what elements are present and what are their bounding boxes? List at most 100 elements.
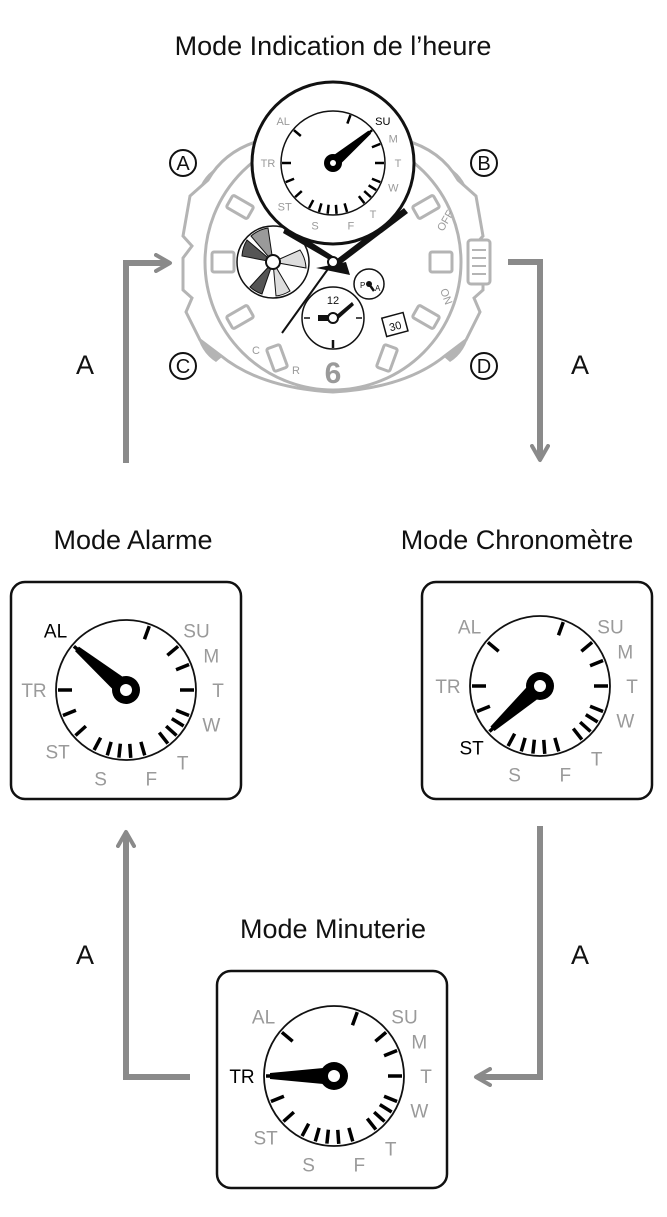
date-value: 30	[388, 320, 403, 335]
alarm-label-m: M	[203, 646, 219, 667]
timer-label-t-thu: T	[385, 1139, 397, 1160]
arrow-stopwatch-to-timer	[474, 826, 543, 1087]
timer-label-su: SU	[391, 1008, 417, 1029]
stopwatch-tick-t-thu	[571, 727, 584, 741]
timer-dial-hand	[270, 1067, 334, 1085]
crown[interactable]	[466, 238, 492, 286]
timer-tick-al	[280, 1030, 294, 1043]
pm-label: P	[360, 281, 365, 290]
button-a-label: A	[176, 153, 190, 175]
timer-label-f: F	[354, 1155, 366, 1176]
alarm-tick-m	[175, 662, 190, 672]
stopwatch-minor-tick	[556, 621, 565, 636]
timer-tick-m	[383, 1048, 398, 1058]
watch-mode-tick-s	[317, 203, 323, 213]
stopwatch-label-s: S	[508, 765, 521, 786]
alarm-label-tr: TR	[21, 681, 46, 702]
watch-mode-tick-al	[293, 129, 302, 137]
bezel-c-label: C	[252, 345, 260, 357]
alarm-label-f: F	[146, 769, 158, 790]
arrow-timer-to-alarm	[116, 830, 190, 1080]
watch-illustration: A B C D	[169, 80, 498, 394]
stopwatch-tick-su	[580, 640, 594, 653]
timer-minor-tick	[300, 1122, 311, 1137]
watch-mode-tick-t-thu	[357, 195, 366, 204]
watch-mode-label-m: M	[389, 134, 398, 146]
arrow-label-right-bottom: A	[571, 940, 589, 970]
timer-minor-tick	[378, 1103, 393, 1114]
arrow-timekeeping-to-stopwatch	[508, 259, 550, 462]
timer-minor-tick	[350, 1011, 359, 1026]
timer-label-al: AL	[252, 1008, 275, 1029]
stopwatch-minor-tick	[584, 713, 599, 724]
stopwatch-label-t-tue: T	[626, 677, 638, 698]
timer-tick-w	[383, 1094, 398, 1104]
watch-mode-label-s: S	[311, 220, 318, 232]
arrow-alarm-to-timekeeping	[123, 253, 172, 463]
alarm-label-w: W	[202, 715, 220, 736]
timer-minor-tick	[336, 1129, 341, 1144]
hour-markers	[210, 194, 454, 373]
alarm-minor-tick	[164, 724, 178, 737]
timer-tick-st	[282, 1110, 296, 1123]
timer-minor-tick	[372, 1110, 386, 1123]
alarm-label-al: AL	[44, 622, 67, 643]
stopwatch-label-w: W	[616, 711, 634, 732]
alarm-minor-tick	[62, 708, 77, 718]
alarm-tick-su	[166, 644, 180, 657]
alarm-tick-st	[74, 724, 88, 737]
timer-tick-f	[347, 1127, 355, 1142]
stopwatch-tick-s	[519, 737, 527, 752]
alarm-label-st: ST	[45, 742, 70, 763]
stopwatch-minor-tick	[578, 720, 592, 733]
timer-label-st: ST	[253, 1128, 278, 1149]
stopwatch-minor-tick	[506, 732, 517, 747]
watch-mode-minor-tick	[307, 199, 315, 209]
stopwatch-mode-title: Mode Chronomètre	[401, 525, 634, 555]
time-subdial: 12	[301, 286, 365, 350]
stopwatch-label-al: AL	[458, 618, 481, 639]
timer-label-t-tue: T	[420, 1067, 432, 1088]
watch-mode-label-su: SU	[375, 116, 390, 128]
alarm-minor-tick	[117, 743, 123, 758]
alarm-label-su: SU	[183, 622, 209, 643]
date-window: 30	[380, 311, 409, 338]
watch-mode-minor-tick	[334, 204, 338, 214]
alarm-minor-tick	[128, 743, 133, 758]
alarm-mode-title: Mode Alarme	[53, 525, 212, 555]
six-numeral: 6	[325, 357, 342, 390]
alarm-tick-w	[175, 708, 190, 718]
timer-minor-tick	[325, 1129, 331, 1144]
alarm-tick-t-thu	[157, 731, 170, 745]
cycle-arrows	[116, 253, 550, 1087]
timer-tick-t-thu	[365, 1117, 378, 1131]
alarm-label-s: S	[94, 769, 107, 790]
watch-mode-tick-m	[371, 142, 381, 149]
alarm-label-t-thu: T	[177, 753, 189, 774]
stopwatch-tick-w	[589, 704, 604, 714]
timer-label-w: W	[410, 1101, 428, 1122]
watch-mode-label-t-tue: T	[395, 158, 402, 170]
watch-mode-tick-f	[343, 203, 349, 213]
timekeeping-mode-title: Mode Indication de l’heure	[175, 31, 492, 61]
watch-mode-label-st: ST	[278, 201, 292, 213]
timer-tick-su	[374, 1030, 388, 1043]
alarm-tick-f	[139, 741, 147, 756]
watch-mode-label-w: W	[388, 182, 399, 194]
watch-mode-label-tr: TR	[261, 158, 276, 170]
watch-mode-minor-tick	[326, 204, 330, 214]
watch-mode-ticks	[282, 114, 384, 214]
timer-label-tr: TR	[229, 1067, 254, 1088]
stopwatch-minor-tick	[531, 739, 537, 754]
button-c-label: C	[176, 356, 190, 378]
alarm-minor-tick	[92, 736, 103, 751]
timer-minor-tick	[270, 1094, 285, 1104]
am-label: A	[375, 284, 381, 293]
stopwatch-minor-tick	[542, 739, 547, 754]
